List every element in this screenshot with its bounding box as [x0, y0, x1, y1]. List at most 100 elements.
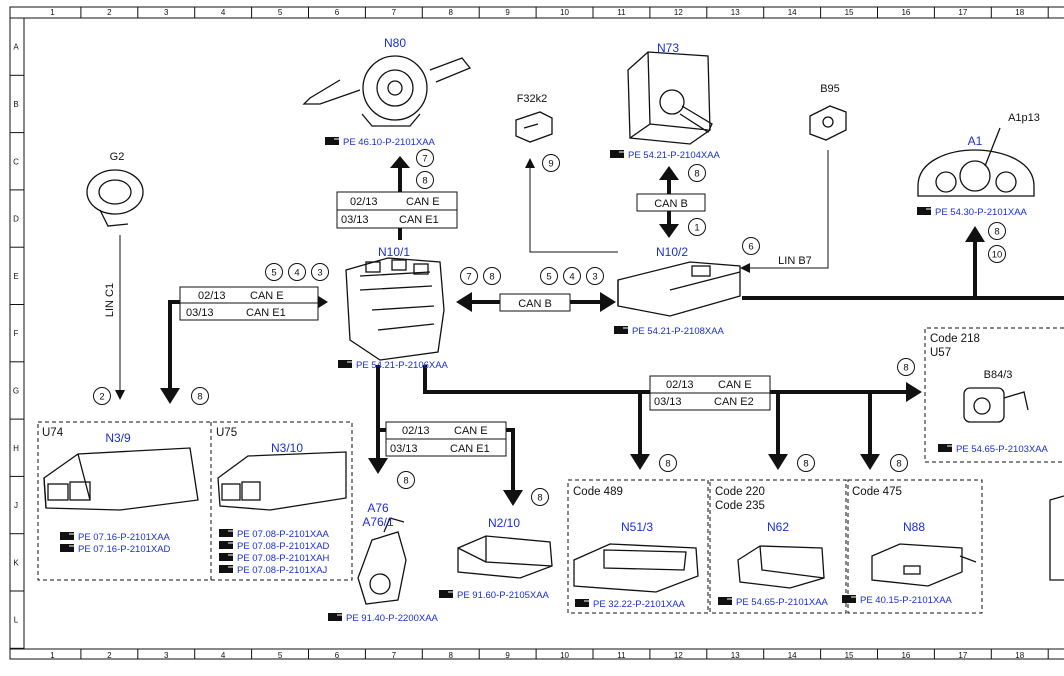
can-e-right-value-2: CAN E2 — [714, 396, 754, 408]
book-icon — [219, 565, 233, 573]
grid-row-label: F — [14, 329, 19, 338]
b84-3-drawing — [963, 387, 1029, 423]
n10-2-ref: PE 54.21-P-2108XAA — [632, 326, 725, 337]
grid-column-label: 8 — [449, 651, 454, 660]
n51-3-ref: PE 32.22-P-2101XAA — [593, 599, 686, 610]
n3-10-ref-3: PE 07.08-P-2101XAH — [237, 553, 330, 564]
book-icon — [938, 444, 952, 452]
a76-drawing — [357, 517, 407, 605]
svg-text:8: 8 — [803, 459, 808, 470]
can-e-right-date-1: 02/13 — [666, 379, 694, 391]
n80-ref: PE 46.10-P-2101XAA — [343, 137, 436, 148]
marker-9: 9 — [542, 154, 560, 172]
marker-8: 8 — [397, 471, 415, 489]
grid-column-label: 11 — [617, 8, 626, 17]
svg-text:4: 4 — [569, 272, 574, 283]
n62-code-1: Code 220 — [715, 486, 765, 498]
grid-column-label: 12 — [674, 651, 683, 660]
n80-drawing — [302, 55, 472, 127]
can-e-n2-value-1: CAN E — [454, 425, 488, 437]
grid-row-label: G — [13, 386, 19, 395]
svg-text:8: 8 — [403, 476, 408, 487]
svg-text:8: 8 — [197, 392, 202, 403]
lin-c1-label: LIN C1 — [104, 283, 116, 317]
n51-3-label: N51/3 — [621, 520, 653, 534]
grid-row-label: K — [13, 558, 19, 567]
grid-row-label: D — [13, 215, 19, 224]
g2-drawing — [86, 169, 144, 227]
marker-7: 7 — [416, 149, 434, 167]
grid-column-label: 11 — [617, 651, 626, 660]
marker-8: 8 — [688, 164, 706, 182]
svg-text:5: 5 — [546, 272, 551, 283]
grid-row-label: E — [13, 272, 18, 281]
n3-10-ref-4: PE 07.08-P-2101XAJ — [237, 565, 328, 576]
grid-column-label: 13 — [731, 651, 740, 660]
grid-column-label: 3 — [164, 651, 169, 660]
grid-row-label: J — [14, 501, 18, 510]
n3-10-drawing — [217, 451, 347, 511]
n73-ref: PE 54.21-P-2104XAA — [628, 150, 721, 161]
book-icon — [328, 613, 342, 621]
grid-column-label: 8 — [449, 8, 454, 17]
marker-8: 8 — [988, 222, 1006, 240]
offscreen-component-drawing — [1049, 495, 1064, 581]
can-e-n2-date-1: 02/13 — [402, 425, 430, 437]
can-e-left-date-1: 02/13 — [198, 290, 226, 302]
n10-1-label: N10/1 — [378, 245, 410, 259]
marker-8: 8 — [531, 488, 549, 506]
book-icon — [219, 529, 233, 537]
grid-column-label: 15 — [845, 8, 854, 17]
arrow-up-a1 — [965, 226, 985, 242]
a1-label: A1 — [968, 134, 983, 148]
svg-text:3: 3 — [592, 272, 597, 283]
can-e-top-date-2: 03/13 — [341, 214, 369, 226]
n88-box — [847, 479, 983, 614]
grid-column-label: 16 — [901, 651, 910, 660]
can-e-right-date-2: 03/13 — [654, 396, 682, 408]
marker-8: 8 — [659, 454, 677, 472]
marker-4: 4 — [288, 263, 306, 281]
n10-2-drawing — [617, 261, 741, 317]
svg-text:8: 8 — [422, 176, 427, 187]
grid-column-label: 2 — [107, 651, 112, 660]
svg-text:3: 3 — [317, 268, 322, 279]
book-icon — [60, 532, 74, 540]
n2-10-drawing — [457, 535, 553, 579]
grid-column-label: 18 — [1015, 651, 1024, 660]
n51-3-drawing — [573, 543, 699, 593]
n88-drawing — [871, 543, 977, 587]
grid-column-label: 10 — [560, 8, 569, 17]
arrow-right-can-b — [600, 292, 616, 312]
grid-column-label: 1 — [50, 651, 55, 660]
n3-10-ref-2: PE 07.08-P-2101XAD — [237, 541, 330, 552]
n3-9-ref-2: PE 07.16-P-2101XAD — [78, 544, 171, 555]
n2-10-ref: PE 91.60-P-2105XAA — [457, 590, 550, 601]
grid-column-label: 4 — [221, 8, 226, 17]
marker-5: 5 — [265, 263, 283, 281]
n3-10-ref-1: PE 07.08-P-2101XAA — [237, 529, 330, 540]
marker-8: 8 — [483, 267, 501, 285]
can-e-top-value-2: CAN E1 — [399, 214, 439, 226]
book-icon — [575, 599, 589, 607]
book-icon — [842, 595, 856, 603]
marker-8: 8 — [890, 454, 908, 472]
a76-ref: PE 91.40-P-2200XAA — [346, 613, 439, 624]
arrow-down-a76 — [368, 458, 388, 474]
book-icon — [60, 544, 74, 552]
arrow-down-n51 — [630, 454, 650, 470]
svg-text:8: 8 — [896, 459, 901, 470]
g2-label: G2 — [110, 151, 125, 163]
can-e-left-value-1: CAN E — [250, 290, 284, 302]
svg-text:8: 8 — [994, 227, 999, 238]
svg-text:8: 8 — [537, 493, 542, 504]
grid-column-label: 15 — [845, 651, 854, 660]
b84-3-label: B84/3 — [984, 369, 1013, 381]
arrow-down-left — [160, 388, 180, 404]
n62-ref: PE 54.65-P-2101XAA — [736, 597, 829, 608]
book-icon — [325, 137, 339, 145]
book-icon — [610, 150, 624, 158]
n51-3-code: Code 489 — [573, 486, 623, 498]
